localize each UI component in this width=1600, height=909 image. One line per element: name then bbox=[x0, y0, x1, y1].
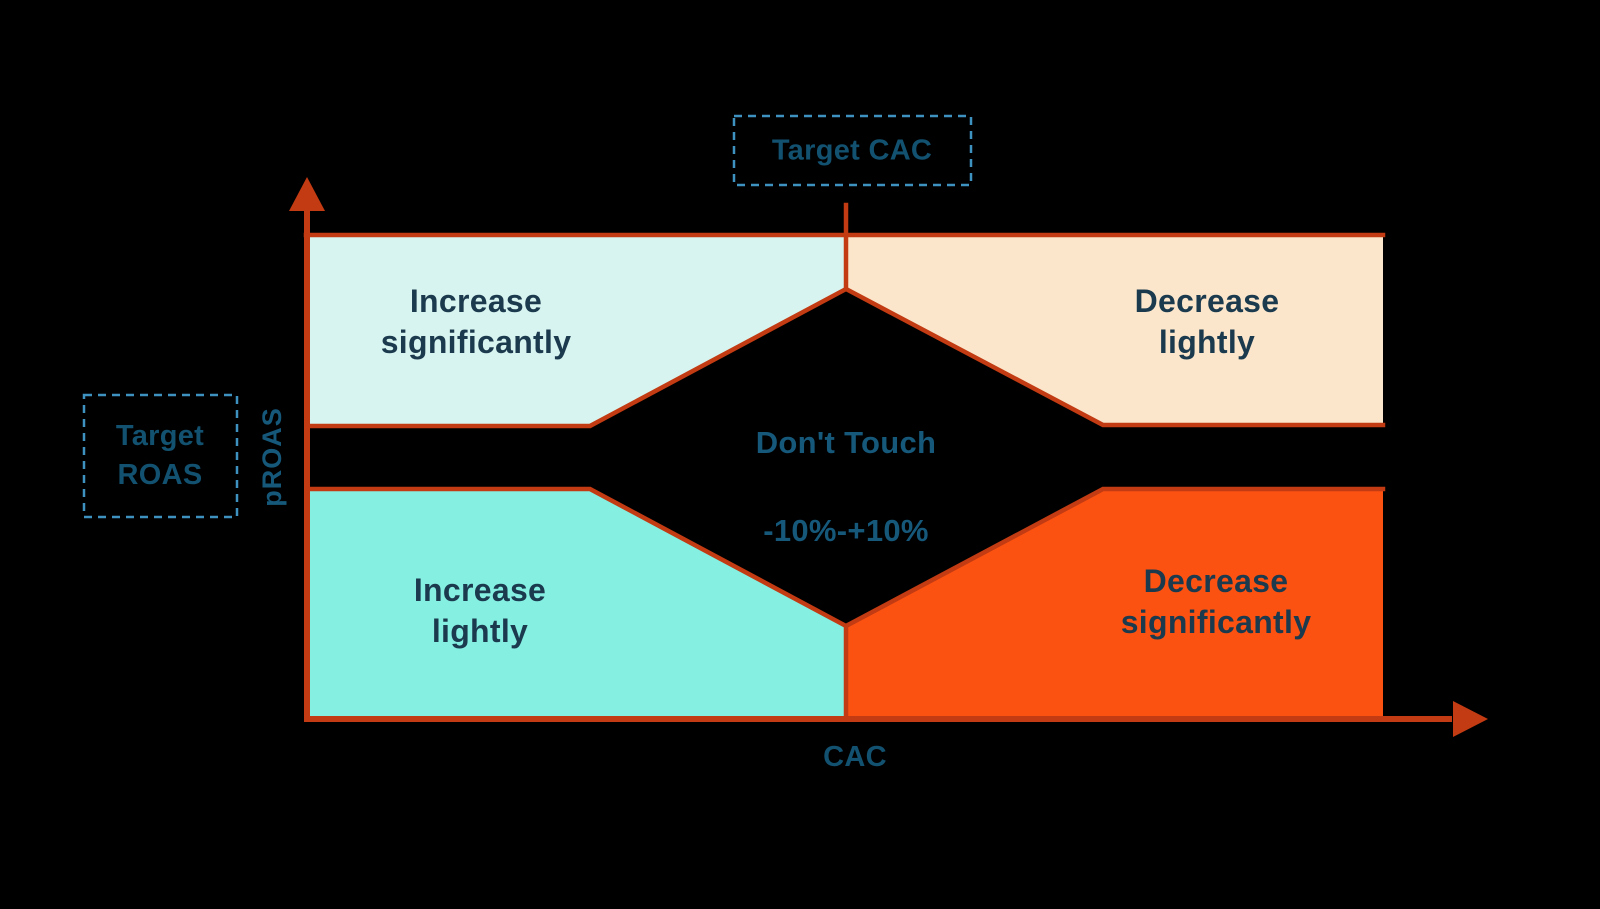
target-roas-label: Target ROAS bbox=[115, 420, 205, 491]
y-axis-label: pROAS bbox=[257, 407, 287, 507]
x-axis-arrowhead bbox=[1453, 701, 1488, 737]
target-cac-box bbox=[732, 114, 973, 187]
quadrant-top-left-label: Increase significantly bbox=[380, 283, 572, 360]
band-upper-left-border bbox=[305, 285, 850, 429]
center-zone-label: Don't Touch -10%-+10% bbox=[756, 377, 937, 553]
band-lower-right-border bbox=[842, 486, 1386, 630]
band-upper-right-border bbox=[842, 285, 1386, 428]
y-axis-arrowhead bbox=[289, 177, 325, 211]
center-zone-range: -10%-+10% bbox=[763, 513, 929, 548]
x-axis-label: CAC bbox=[823, 741, 887, 773]
band-lower-left-border bbox=[305, 486, 850, 630]
target-cac-label: Target CAC bbox=[771, 134, 933, 167]
quadrant-bottom-right-shape bbox=[846, 489, 1383, 717]
quadrant-bottom-left-shape bbox=[308, 489, 846, 717]
quadrant-top-right-label: Decrease lightly bbox=[1134, 283, 1280, 360]
quadrant-top-left-shape bbox=[308, 235, 846, 426]
target-roas-box bbox=[82, 393, 239, 519]
center-zone-title: Don't Touch bbox=[755, 425, 937, 460]
quadrant-bottom-right-label: Decrease significantly bbox=[1120, 563, 1312, 640]
quadrant-top-right-shape bbox=[846, 235, 1383, 425]
quadrant-bottom-left-label: Increase lightly bbox=[413, 572, 547, 649]
